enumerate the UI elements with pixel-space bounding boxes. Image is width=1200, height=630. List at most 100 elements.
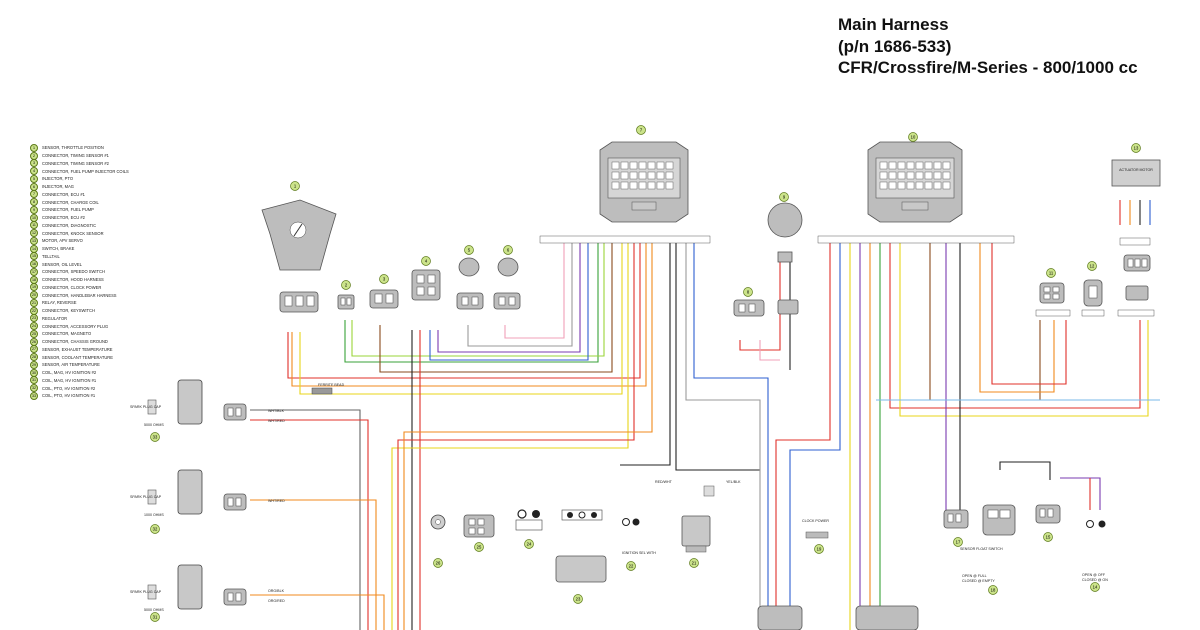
legend-number: 2 bbox=[30, 151, 38, 160]
wire-yellow-1 bbox=[299, 238, 623, 395]
wire-black-3 bbox=[675, 238, 760, 471]
callout-6: 6 bbox=[503, 245, 513, 255]
legend-label: COIL, PTO, HV IGNITION #2 bbox=[42, 385, 96, 391]
oil-level-sensor-18: SENSOR FLOAT SWITCH OPEN @ FULL CLOSED @… bbox=[960, 504, 1016, 583]
spark-plug-cap-label-33: SPARK PLUG CAP bbox=[130, 405, 162, 409]
svg-text:22: 22 bbox=[629, 564, 634, 569]
legend-label: COIL, MAG, HV IGNITION #1 bbox=[42, 377, 97, 383]
wire-blue-1 bbox=[429, 238, 589, 361]
ohms-label-33: 5000 OHMS bbox=[144, 423, 164, 427]
knock-sensor-connector bbox=[1081, 279, 1105, 317]
legend-label: SENSOR, THROTTLE POSITION bbox=[42, 145, 104, 151]
svg-text:6: 6 bbox=[507, 248, 510, 253]
svg-text:33: 33 bbox=[153, 435, 158, 440]
legend-label: CONNECTOR, HANDLEBAR HARNESS bbox=[42, 292, 117, 298]
callout-18: 18 bbox=[988, 585, 998, 595]
callout-2: 2 bbox=[341, 280, 351, 290]
wire-orange-4 bbox=[979, 238, 1055, 393]
legend-number: 10 bbox=[30, 213, 38, 222]
legend-label: CONNECTOR, MAGNETO bbox=[42, 331, 92, 337]
wire-red-3 bbox=[397, 238, 635, 630]
legend-number: 29 bbox=[30, 360, 38, 369]
callout-15: 15 bbox=[1043, 532, 1053, 542]
closed-on-label: CLOSED @ ON bbox=[1082, 578, 1108, 582]
wire-orange-2 bbox=[403, 238, 653, 630]
spark-plug-cap-label-32: SPARK PLUG CAP bbox=[130, 495, 162, 499]
wire-yellow-2 bbox=[391, 238, 629, 630]
legend-number: 23 bbox=[30, 314, 38, 323]
legend-label: COIL, PTO, HV IGNITION #1 bbox=[42, 393, 96, 399]
legend-label: CONNECTOR, ECU #1 bbox=[42, 191, 85, 197]
legend-number: 27 bbox=[30, 345, 38, 354]
callout-33: 33 bbox=[150, 432, 160, 442]
svg-text:19: 19 bbox=[817, 547, 822, 552]
legend-label: CONNECTOR, TIMING SENSOR #2 bbox=[42, 160, 109, 166]
legend-label: CONNECTOR, FUEL PUMP bbox=[42, 207, 94, 213]
svg-text:8: 8 bbox=[747, 290, 750, 295]
legend-label: CONNECTOR, ACCESSORY PLUG bbox=[42, 323, 109, 329]
callout-10: 10 bbox=[908, 132, 918, 142]
wire-red-6 bbox=[991, 238, 1067, 385]
wire-purple-acc bbox=[1060, 477, 1101, 510]
legend-label: RELAY, REVERSE bbox=[42, 300, 77, 306]
legend-number: 28 bbox=[30, 353, 38, 362]
legend-number: 33 bbox=[30, 391, 38, 400]
svg-text:17: 17 bbox=[956, 540, 961, 545]
legend-label: INJECTOR, MAG bbox=[42, 184, 74, 190]
callout-3: 3 bbox=[379, 274, 389, 284]
legend-number: 18 bbox=[30, 275, 38, 284]
svg-text:13: 13 bbox=[1134, 146, 1139, 151]
wire-black-5 bbox=[999, 461, 1051, 480]
chassis-ground-26 bbox=[430, 514, 446, 530]
callout-21: 21 bbox=[689, 558, 699, 568]
callout-17: 17 bbox=[953, 537, 963, 547]
legend-item: 28 SENSOR, COOLANT TEMPERATURE bbox=[30, 353, 150, 362]
legend-label: CONNECTOR, FUEL PUMP INJECTOR COILS bbox=[42, 168, 129, 174]
legend-label: SENSOR, COOLANT TEMPERATURE bbox=[42, 354, 113, 360]
legend-label: CONNECTOR, CLOCK POWER bbox=[42, 284, 102, 290]
svg-text:5: 5 bbox=[468, 248, 471, 253]
speedo-connector-17 bbox=[943, 509, 969, 529]
legend-number: 3 bbox=[30, 159, 38, 168]
svg-text:18: 18 bbox=[991, 588, 996, 593]
legend-item: 33 COIL, PTO, HV IGNITION #1 bbox=[30, 391, 150, 400]
svg-text:21: 21 bbox=[692, 561, 697, 566]
callout-31: 31 bbox=[150, 612, 160, 622]
legend-number: 20 bbox=[30, 291, 38, 300]
legend-label: CONNECTOR, CHARGE COIL bbox=[42, 199, 99, 205]
svg-text:4: 4 bbox=[425, 259, 428, 264]
legend-label: MOTOR, APV SERVO bbox=[42, 238, 83, 244]
svg-text:1: 1 bbox=[294, 184, 297, 189]
legend-label: CONNECTOR, TIMING SENSOR #1 bbox=[42, 153, 109, 159]
wire-brown-1 bbox=[379, 238, 613, 373]
injector-connectors bbox=[456, 257, 521, 310]
wire-yellow-4 bbox=[899, 238, 1149, 417]
svg-text:14: 14 bbox=[1093, 585, 1098, 590]
wire-gray-1 bbox=[467, 238, 573, 347]
legend-number: 14 bbox=[30, 244, 38, 253]
legend-number: 13 bbox=[30, 236, 38, 245]
wire-label-wht-red-2: WHT/RED bbox=[268, 499, 285, 503]
wire-blue-3 bbox=[789, 238, 841, 630]
legend-label: TELLTAIL bbox=[42, 253, 60, 259]
wires bbox=[250, 200, 1160, 630]
wire-red-5 bbox=[889, 238, 1141, 409]
wire-label-yel-blk: YEL/BLK bbox=[726, 480, 741, 484]
callout-4: 4 bbox=[421, 256, 431, 266]
wire-label-wht-blk: WHT/BLK bbox=[268, 409, 285, 413]
legend-item: 3 CONNECTOR, TIMING SENSOR #2 bbox=[30, 159, 150, 168]
wire-black-2 bbox=[620, 238, 671, 466]
wire-blue-2 bbox=[693, 238, 769, 630]
